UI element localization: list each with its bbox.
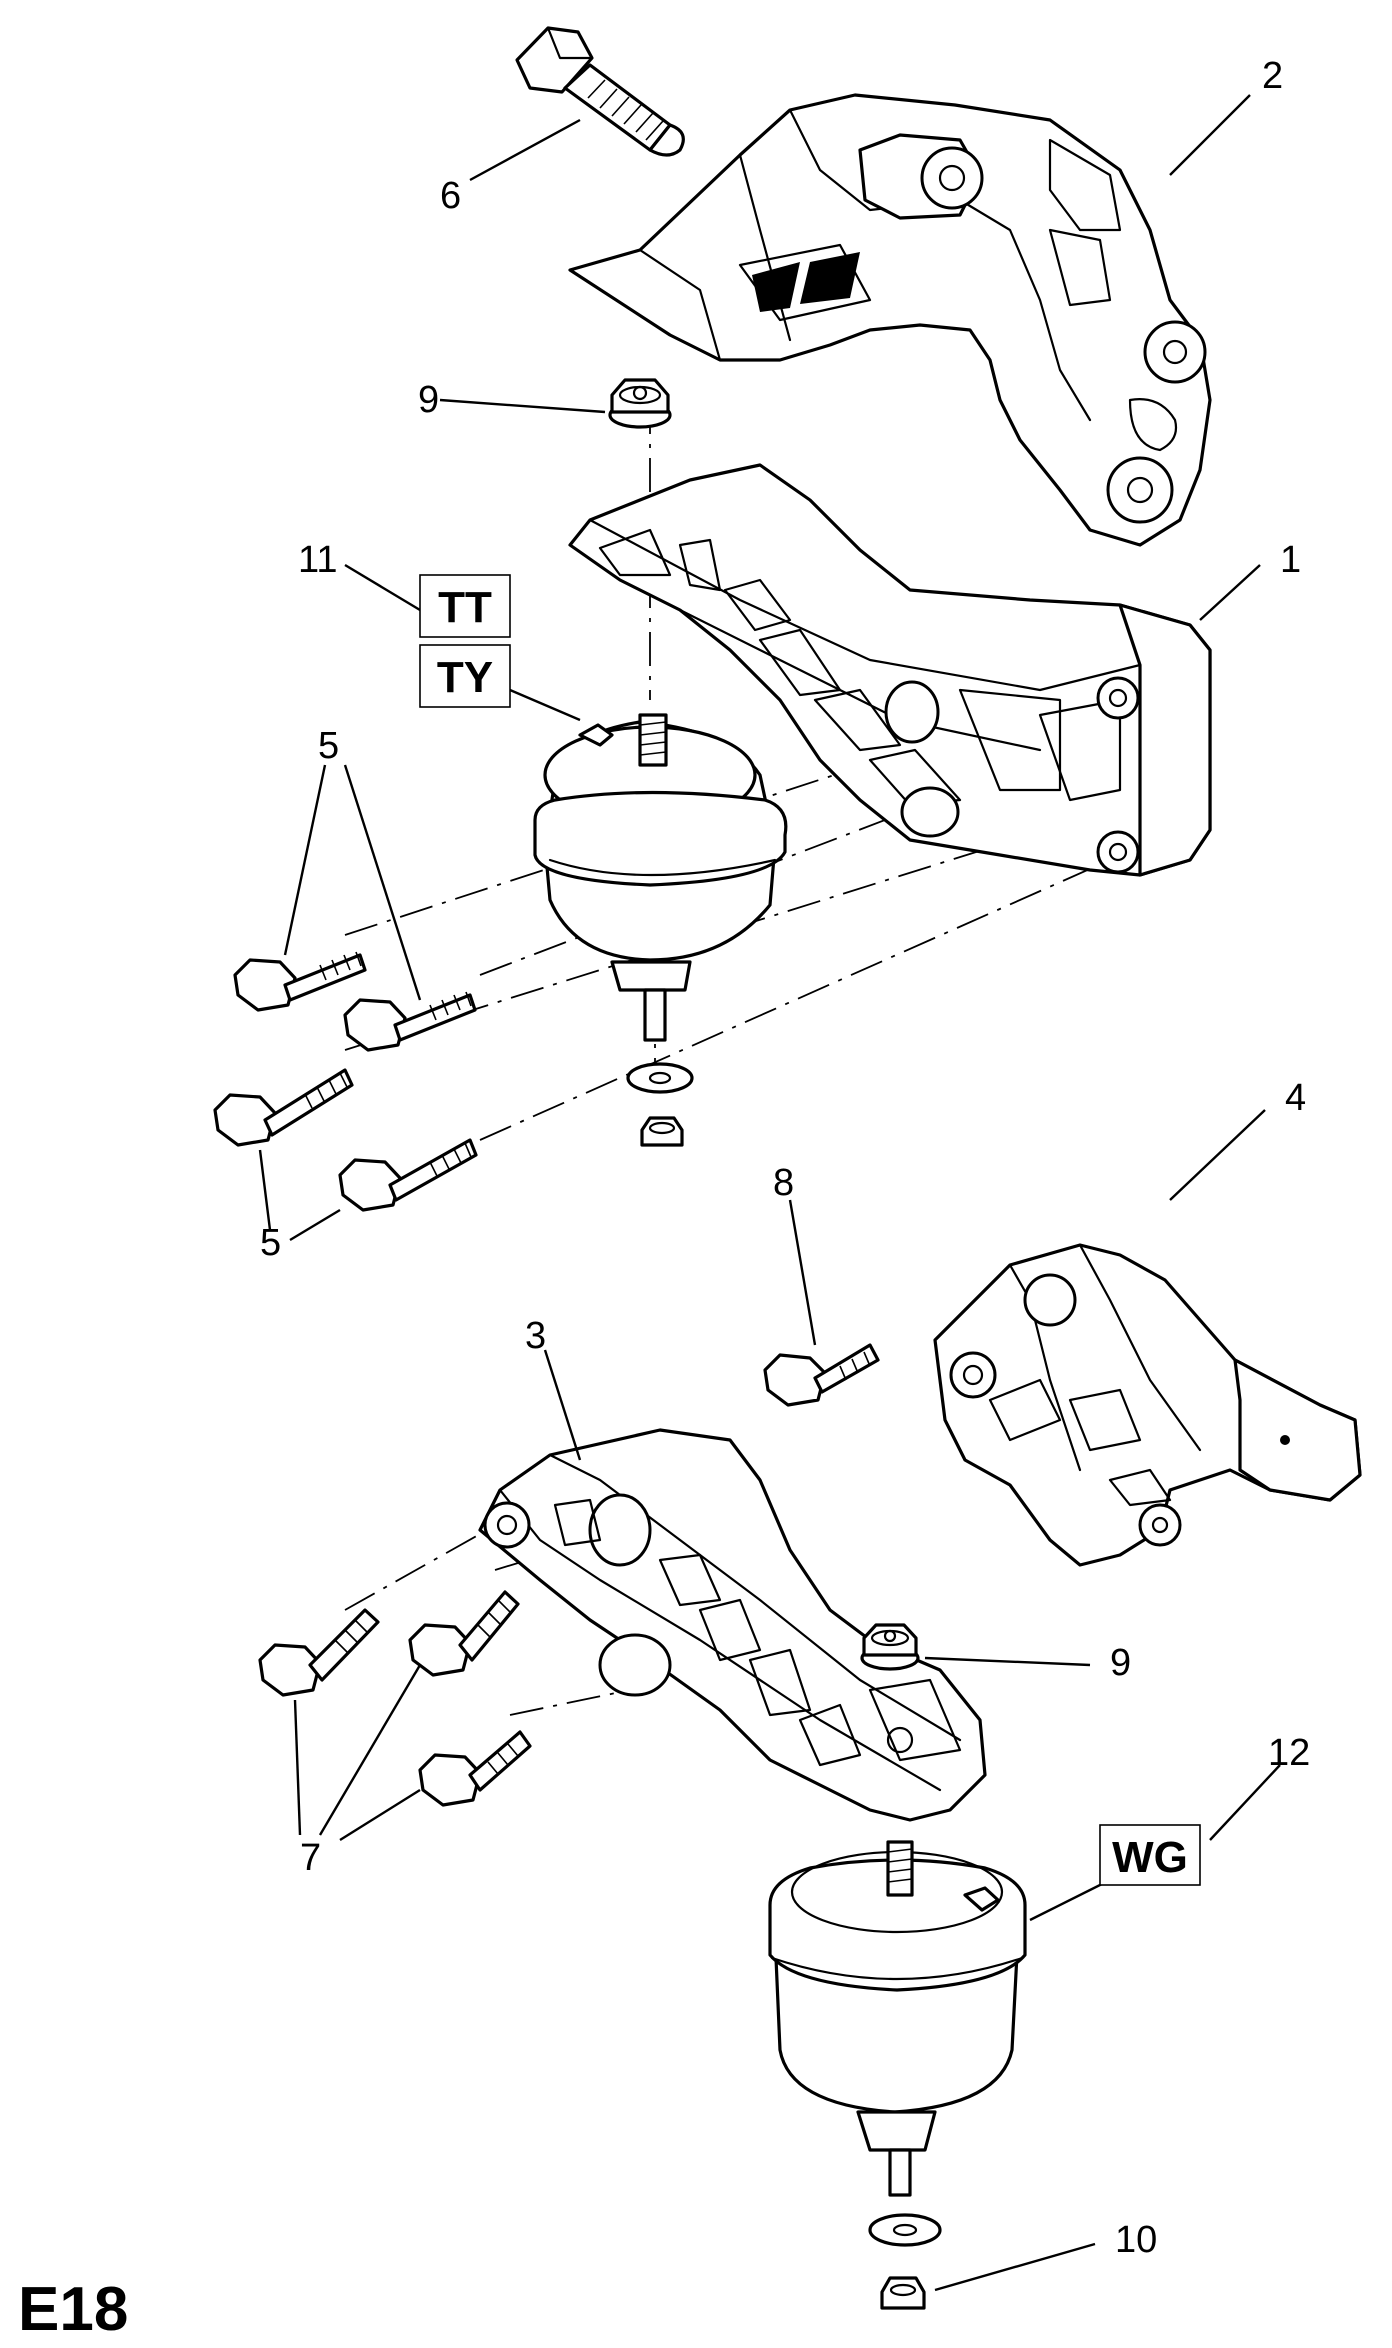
callout-5-upper: 5 xyxy=(318,725,339,767)
callout-7: 7 xyxy=(300,1837,321,1879)
leader-lines xyxy=(258,94,1281,2292)
callout-9-lower: 9 xyxy=(1110,1642,1131,1684)
bolt-5-c xyxy=(213,1068,354,1147)
bolt-5-a xyxy=(233,951,367,1012)
callout-1: 1 xyxy=(1280,539,1301,581)
code-tt: TT xyxy=(438,583,492,632)
nut-part-9-lower xyxy=(860,1623,920,1671)
bolt-part-8 xyxy=(763,1343,880,1407)
bolts-part-5 xyxy=(213,951,478,1212)
bolt-5-b xyxy=(343,991,477,1052)
code-box-ty xyxy=(419,644,511,708)
code-wg: WG xyxy=(1112,1833,1188,1882)
bolt-part-6 xyxy=(515,26,685,157)
code-ty: TY xyxy=(437,653,493,702)
bracket-part-2 xyxy=(568,93,1212,547)
bolt-5-d xyxy=(338,1138,478,1212)
figure-id: E18 xyxy=(18,2275,128,2344)
engine-mount-part-11 xyxy=(533,713,788,1147)
bracket-part-3 xyxy=(478,1428,987,1822)
bracket-part-1 xyxy=(568,463,1212,877)
callout-6: 6 xyxy=(440,175,461,217)
code-boxes: TT TY WG xyxy=(419,574,1201,1886)
callout-5-lower: 5 xyxy=(260,1222,281,1264)
callout-9-upper: 9 xyxy=(418,379,439,421)
callout-3: 3 xyxy=(525,1315,546,1357)
code-box-wg xyxy=(1099,1824,1201,1886)
bracket-part-4 xyxy=(933,1243,1362,1567)
bolt-7-a xyxy=(258,1608,380,1697)
callout-numbers: 1 2 3 4 5 5 6 7 8 9 9 10 11 12 xyxy=(260,55,1310,2261)
bolt-7-c xyxy=(418,1730,532,1807)
engine-mount-part-12 xyxy=(768,1840,1027,2310)
callout-12: 12 xyxy=(1268,1732,1310,1774)
callout-10: 10 xyxy=(1115,2219,1157,2261)
bolts-part-7 xyxy=(258,1590,532,1807)
nut-part-9-upper xyxy=(608,378,672,429)
callout-8: 8 xyxy=(773,1162,794,1204)
callout-11: 11 xyxy=(298,539,337,581)
callout-2: 2 xyxy=(1262,55,1283,97)
bolt-7-b xyxy=(408,1590,520,1677)
callout-4: 4 xyxy=(1285,1077,1306,1119)
code-box-tt xyxy=(419,574,511,638)
